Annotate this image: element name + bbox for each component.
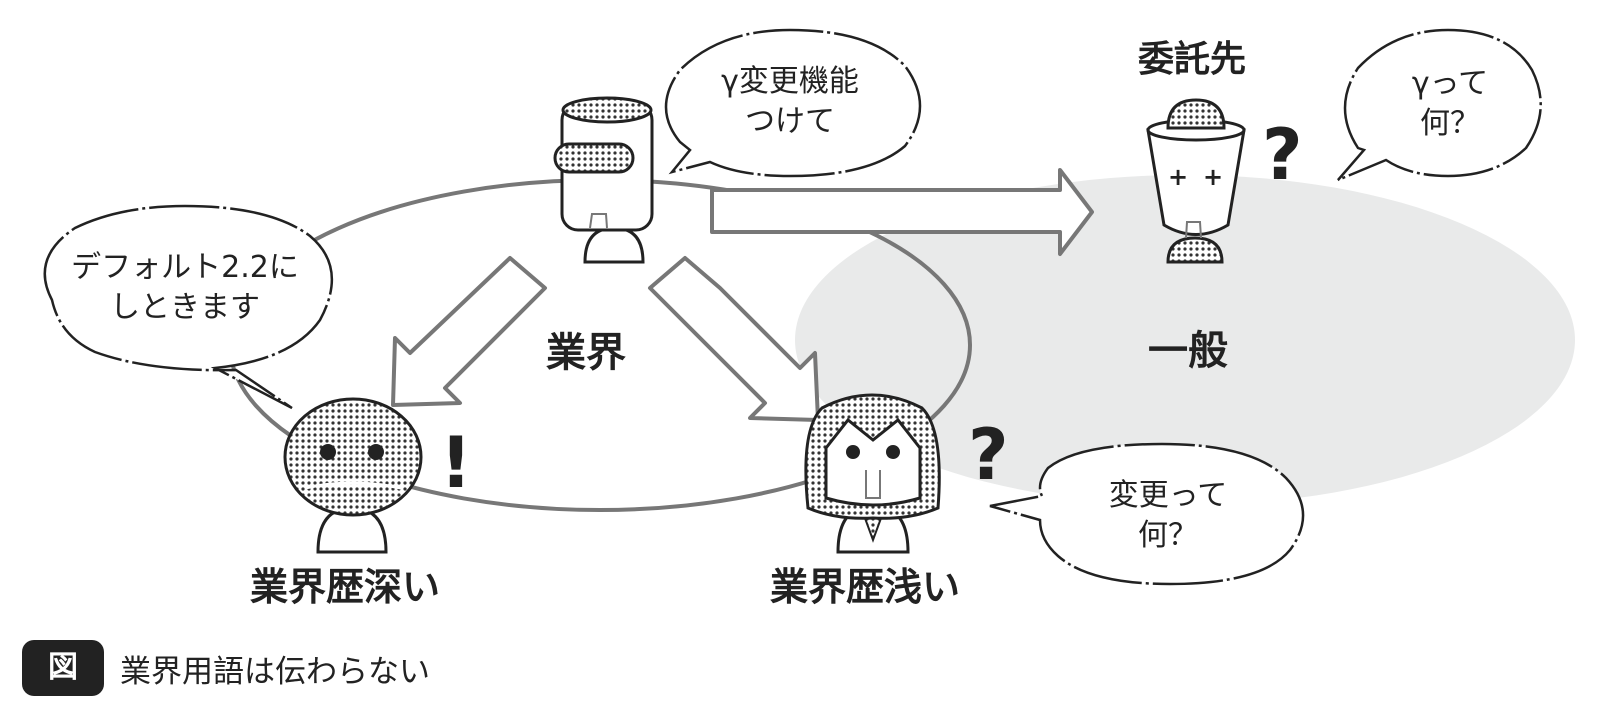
manager-character — [553, 96, 654, 264]
novice-character — [804, 393, 941, 554]
bubble-contractor-shape — [1337, 28, 1542, 182]
bubble-contractor-text: γって 何？ — [1411, 66, 1489, 141]
label-general: 一般 — [1148, 328, 1228, 374]
arrow-to-novice — [648, 256, 820, 422]
label-novice: 業界歴浅い — [770, 565, 961, 609]
figure-caption: 業界用語は伝わらない — [120, 654, 430, 690]
bubble-manager-shape — [664, 28, 922, 178]
bubble-veteran-text: デフォルト2.2に しときます — [71, 250, 299, 325]
label-industry: 業界 — [546, 330, 626, 376]
bubble-novice-text: 変更って 何？ — [1108, 478, 1228, 553]
figure-badge: 図 — [22, 640, 104, 696]
svg-text:+: + — [1203, 163, 1223, 191]
svg-text:+: + — [1168, 163, 1188, 191]
label-veteran: 業界歴深い — [250, 565, 441, 609]
veteran-exclamation-mark: ! — [440, 422, 472, 504]
bubble-novice-shape — [989, 442, 1305, 586]
contractor-character: + + — [1146, 98, 1246, 264]
bubble-manager-text: γ変更機能 つけて — [721, 64, 859, 139]
arrow-to-contractor — [710, 168, 1094, 256]
veteran-character — [283, 397, 423, 554]
novice-question-mark: ? — [968, 414, 1009, 496]
contractor-question-mark: ? — [1262, 114, 1303, 196]
bubble-veteran-shape — [43, 204, 334, 410]
arrow-to-veteran — [391, 256, 547, 407]
general-region — [795, 175, 1575, 505]
label-contractor: 委託先 — [1138, 39, 1247, 80]
